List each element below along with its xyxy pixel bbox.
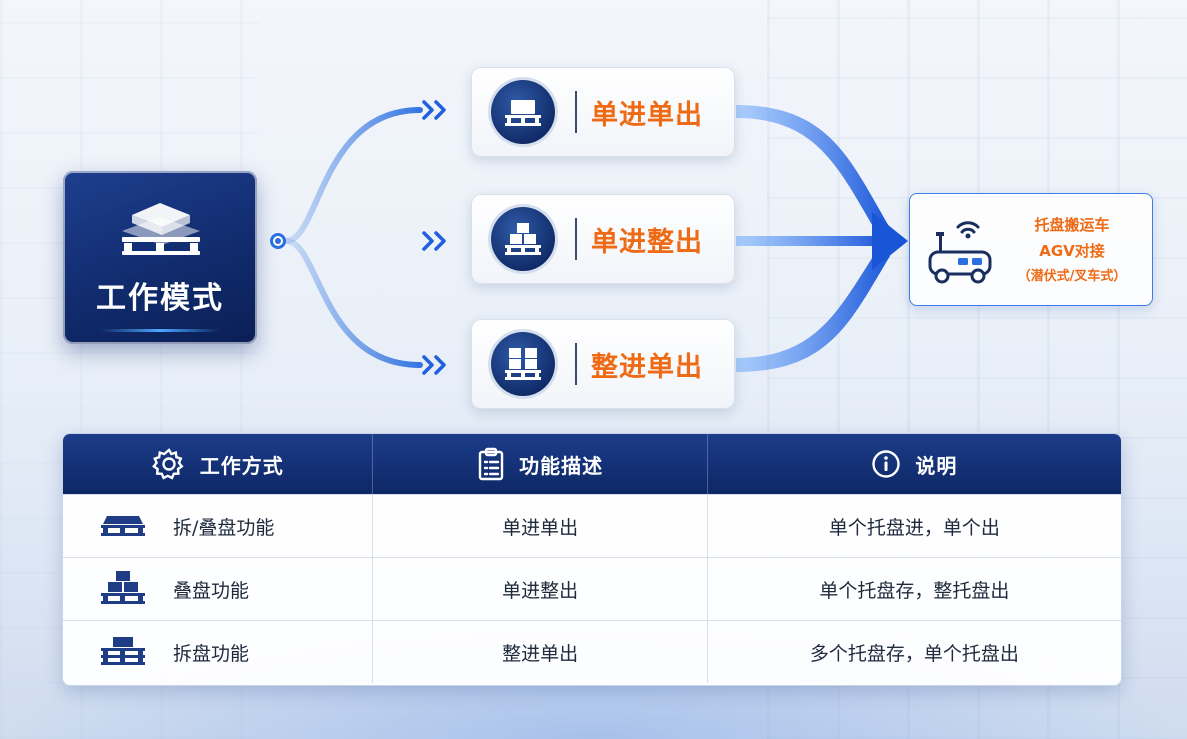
header-work-method: 工作方式 <box>63 434 374 494</box>
option-separator <box>575 218 577 260</box>
cell-desc: 整进单出 <box>373 621 708 683</box>
pallet-stack-icon <box>122 203 200 255</box>
flow-line-bottom <box>283 238 423 368</box>
cell-note: 多个托盘存，单个托盘出 <box>809 642 1019 665</box>
flat-pallet-icon <box>101 516 145 536</box>
work-mode-title: 工作模式 <box>96 281 224 316</box>
clipboard-icon <box>478 447 504 481</box>
option-separator <box>575 343 577 385</box>
chevron-mid-1 <box>422 231 434 251</box>
merge-band-bottom <box>736 246 890 372</box>
work-mode-card: 工作模式 <box>63 171 257 344</box>
header-note: 说明 <box>708 434 1121 494</box>
merge-band-mid <box>736 236 885 246</box>
table-row: 叠盘功能 单进整出 单个托盘存，整托盘出 <box>63 557 1121 620</box>
option-card-single-in-single-out[interactable]: 单进单出 <box>471 67 735 157</box>
flow-line-top <box>283 107 423 244</box>
stacked-pallet-icon <box>101 571 145 604</box>
agv-robot-icon <box>928 221 992 284</box>
header-function-desc: 功能描述 <box>373 434 708 494</box>
agv-line-3: （潜伏式/叉车式） <box>1017 269 1127 284</box>
cell-mode: 叠盘功能 <box>63 558 374 620</box>
option-icon-circle <box>491 332 555 396</box>
option-card-whole-in-single-out[interactable]: 整进单出 <box>471 319 735 409</box>
table-row: 拆盘功能 整进单出 多个托盘存，单个托盘出 <box>63 620 1121 683</box>
table-row: 拆/叠盘功能 单进单出 单个托盘进，单个出 <box>63 494 1121 557</box>
box-grid-icon <box>505 348 541 380</box>
option-card-single-in-whole-out[interactable]: 单进整出 <box>471 194 735 284</box>
mode-table: 工作方式 功能描述 说明 <box>62 433 1122 686</box>
option-separator <box>575 91 577 133</box>
agv-line-2: AGV对接 <box>1039 242 1105 260</box>
info-icon <box>872 450 901 478</box>
cell-text: 拆盘功能 <box>173 642 250 665</box>
table-header: 工作方式 功能描述 说明 <box>63 434 1121 494</box>
flow-origin-dot <box>270 233 286 249</box>
stacked-boxes-icon <box>505 223 541 255</box>
chevron-mid-2 <box>434 231 446 251</box>
chevron-top-2 <box>434 100 446 120</box>
cell-note: 单个托盘进，单个出 <box>828 516 1000 539</box>
option-label: 单进整出 <box>591 226 703 258</box>
option-label: 整进单出 <box>591 351 703 383</box>
cell-desc: 单进整出 <box>373 558 708 620</box>
option-icon-circle <box>491 80 555 144</box>
merge-arrow-head <box>872 212 908 270</box>
cell-mode: 拆盘功能 <box>63 621 374 683</box>
merge-band-top <box>736 105 890 238</box>
title-underline <box>100 329 220 332</box>
chevron-bottom-2 <box>434 355 446 375</box>
option-label: 单进单出 <box>591 99 703 131</box>
cell-text: 叠盘功能 <box>173 579 250 602</box>
chevron-top-1 <box>422 100 434 120</box>
header-label: 工作方式 <box>199 453 284 478</box>
agv-card: 托盘搬运车 AGV对接 （潜伏式/叉车式） <box>909 193 1153 306</box>
agv-text: 托盘搬运车 AGV对接 （潜伏式/叉车式） <box>1002 212 1142 290</box>
cell-mode: 拆/叠盘功能 <box>63 495 374 557</box>
option-icon-circle <box>491 207 555 271</box>
header-label: 说明 <box>915 453 958 478</box>
cell-text: 拆/叠盘功能 <box>173 516 275 539</box>
unstack-pallet-icon <box>101 637 145 665</box>
cell-desc: 单进单出 <box>373 495 708 557</box>
chevron-bottom-1 <box>422 355 434 375</box>
agv-line-1: 托盘搬运车 <box>1034 216 1110 234</box>
gear-icon <box>151 448 184 480</box>
single-pallet-icon <box>505 100 541 126</box>
cell-note: 单个托盘存，整托盘出 <box>819 579 1010 602</box>
header-label: 功能描述 <box>519 453 604 478</box>
